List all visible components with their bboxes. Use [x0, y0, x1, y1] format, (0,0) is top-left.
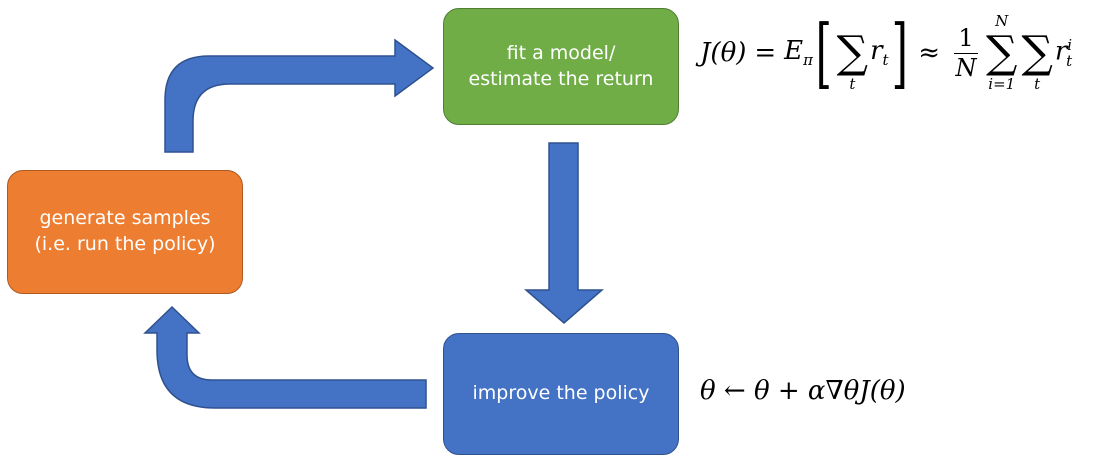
arrow-model-to-policy [523, 142, 605, 324]
arrow-policy-to-samples [143, 305, 427, 409]
eq-equals: = [754, 38, 777, 68]
node-fit-model-line-1: fit a model/ [506, 41, 616, 64]
arrow-samples-to-model [164, 38, 435, 153]
node-generate-samples: generate samples (i.e. run the policy) [7, 170, 243, 294]
return-equation: J(θ) = Eπ [ ∑ t rt ] ≈ 1 N N ∑ i=1 ∑ t r… [700, 14, 1072, 92]
eq-lhs: J(θ) [700, 38, 747, 68]
eq-sum-i: N ∑ i=1 [986, 12, 1018, 93]
eq-bracket-right: ] [891, 8, 908, 97]
eq-sum-t: ∑ t [1021, 27, 1053, 93]
node-fit-model-line-2: estimate the return [468, 67, 654, 90]
eq-reward-i: rit [1054, 36, 1073, 70]
node-generate-samples-line-2: (i.e. run the policy) [34, 233, 216, 255]
node-improve-policy-line-1: improve the policy [472, 382, 650, 405]
eq-expectation: Eπ [784, 36, 814, 70]
eq-fraction: 1 N [954, 24, 979, 82]
node-improve-policy: improve the policy [443, 333, 679, 455]
node-fit-model: fit a model/ estimate the return [443, 8, 679, 125]
eq-bracket-left: [ [815, 8, 832, 97]
policy-update-equation: θ ← θ + α∇θJ(θ) [700, 376, 906, 406]
eq-sum-t-inner: ∑ t [836, 27, 869, 93]
eq-reward: rt [870, 36, 889, 70]
eq-approx: ≈ [918, 38, 941, 68]
node-generate-samples-line-1: generate samples [39, 207, 211, 230]
